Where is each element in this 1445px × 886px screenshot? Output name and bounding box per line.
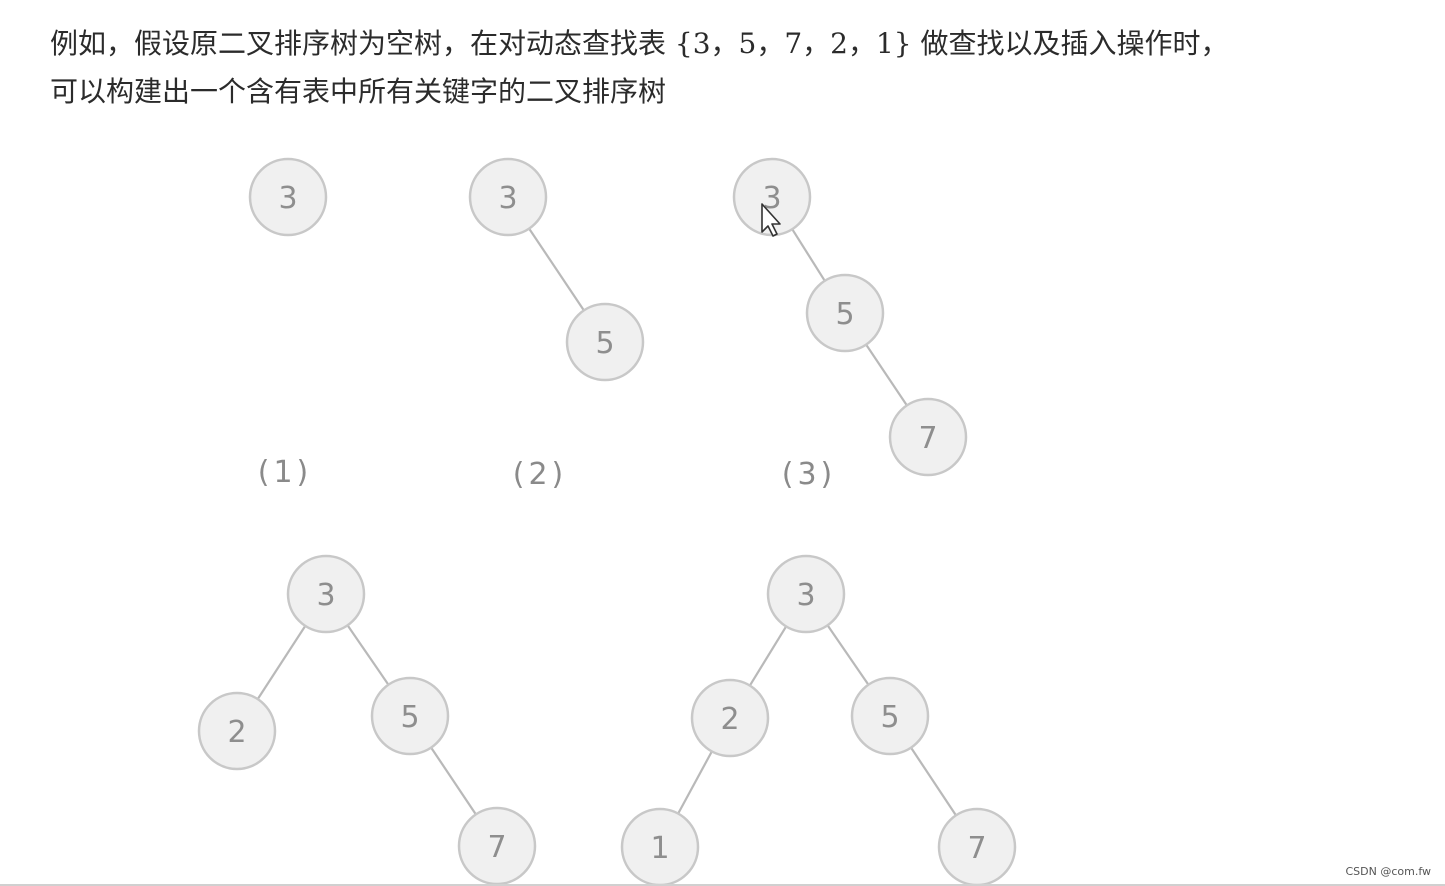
tree-edge: [256, 625, 307, 700]
tree-edge: [430, 746, 477, 816]
edges-layer: [256, 227, 957, 816]
node-label: 3: [316, 578, 335, 613]
node-label: 5: [880, 700, 899, 735]
tree-caption: (1): [258, 455, 313, 490]
node-circle: [850, 676, 930, 756]
node-circle: [888, 397, 968, 477]
node-label: 5: [595, 326, 614, 361]
bottom-divider: [0, 884, 1445, 886]
node-circle: [766, 554, 846, 634]
tree-edge: [677, 750, 713, 815]
tree-node: 5: [805, 273, 885, 353]
node-label: 7: [918, 421, 937, 456]
tree-node: 5: [370, 676, 450, 756]
intro-line-2: 可以构建出一个含有表中所有关键字的二叉排序树: [50, 75, 667, 108]
node-label: 3: [278, 181, 297, 216]
tree-node: 5: [565, 302, 645, 382]
node-circle: [565, 302, 645, 382]
tree-edge: [865, 343, 908, 407]
node-circle: [370, 676, 450, 756]
tree-node: 7: [457, 806, 537, 886]
tree-node: 3: [286, 554, 366, 634]
tree-edge: [791, 228, 826, 282]
node-circle: [805, 273, 885, 353]
tree-node: 3: [468, 157, 548, 237]
tree-edge: [910, 747, 957, 816]
node-label: 7: [967, 831, 986, 866]
tree-node: 2: [690, 678, 770, 758]
watermark: CSDN @com.fw: [1345, 865, 1431, 878]
node-label: 3: [762, 181, 781, 216]
node-label: 5: [400, 700, 419, 735]
intro-text: 例如，假设原二叉排序树为空树，在对动态查找表 {3，5，7，2，1} 做查找以及…: [50, 20, 1430, 116]
tree-node: 3: [732, 157, 812, 237]
tree-node: 3: [766, 554, 846, 634]
tree-node: 5: [850, 676, 930, 756]
node-label: 5: [835, 297, 854, 332]
captions-layer: (1) (2) (3): [258, 455, 837, 492]
tree-caption: (2): [513, 457, 568, 492]
node-label: 3: [796, 578, 815, 613]
tree-edge: [346, 624, 390, 686]
node-label: 2: [720, 702, 739, 737]
tree-edge: [748, 625, 788, 687]
node-circle: [468, 157, 548, 237]
tree-node: 7: [888, 397, 968, 477]
node-label: 2: [227, 715, 246, 750]
tree-edge: [528, 227, 585, 312]
tree-node: 2: [197, 691, 277, 771]
node-circle: [286, 554, 366, 634]
node-label: 7: [487, 830, 506, 865]
tree-node: 1: [620, 807, 700, 886]
node-label: 1: [650, 831, 669, 866]
node-label: 3: [498, 181, 517, 216]
intro-line-1: 例如，假设原二叉排序树为空树，在对动态查找表 {3，5，7，2，1} 做查找以及…: [50, 27, 1229, 60]
tree-node: 7: [937, 807, 1017, 886]
tree-edge: [826, 624, 870, 686]
tree-node: 3: [248, 157, 328, 237]
node-circle: [197, 691, 277, 771]
nodes-layer: 3 3 5 3 5 7 3 2 5 7 3 2 5 1 7: [197, 157, 1017, 886]
tree-caption: (3): [782, 457, 837, 492]
node-circle: [690, 678, 770, 758]
mouse-cursor-icon: [761, 203, 781, 237]
node-circle: [248, 157, 328, 237]
